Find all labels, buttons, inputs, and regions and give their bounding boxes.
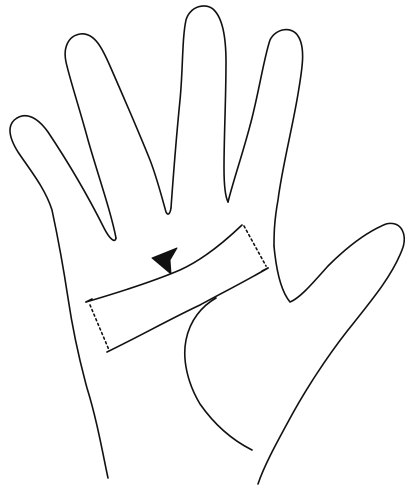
middle-finger-outline <box>171 6 228 208</box>
palm-left-edge <box>10 118 108 478</box>
hand-outline <box>10 6 404 484</box>
thumb-mound-line <box>185 298 252 450</box>
band-lower-line <box>107 268 268 352</box>
arrowhead-marker <box>152 248 177 274</box>
ring-finger-outline <box>65 34 171 238</box>
little-finger-outline <box>17 116 116 241</box>
thumb-outline <box>258 223 404 484</box>
palm-band <box>86 225 268 352</box>
band-left-dotted-side <box>90 305 109 350</box>
index-finger-outline <box>228 30 303 246</box>
band-right-dotted-side <box>244 226 266 266</box>
